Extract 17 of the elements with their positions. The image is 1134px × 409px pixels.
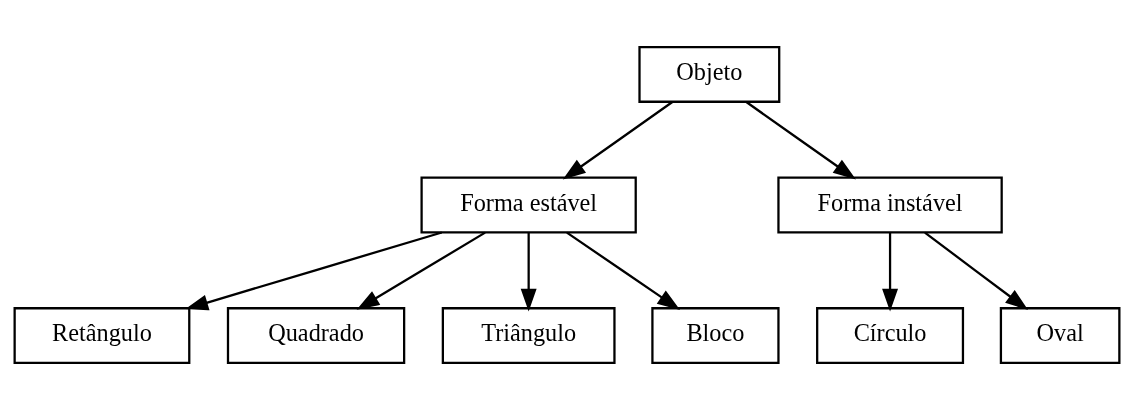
arrow	[356, 231, 486, 310]
node-box: Triângulo	[441, 306, 616, 364]
arrow	[562, 100, 673, 179]
arrow	[882, 232, 899, 312]
node-box: Forma instável	[777, 176, 1003, 233]
node-box: Quadrado	[226, 306, 406, 364]
node-box: Retângulo	[13, 306, 191, 364]
arrow	[185, 230, 443, 310]
arrow	[745, 100, 856, 179]
node-box: Bloco	[651, 306, 780, 364]
node-box: Forma estável	[420, 176, 637, 233]
arrow	[924, 231, 1029, 310]
arrow	[520, 232, 537, 312]
node-box: Círculo	[816, 306, 965, 364]
arrow	[566, 231, 681, 310]
node-box: Objeto	[638, 45, 781, 103]
node-box: Oval	[999, 306, 1121, 364]
